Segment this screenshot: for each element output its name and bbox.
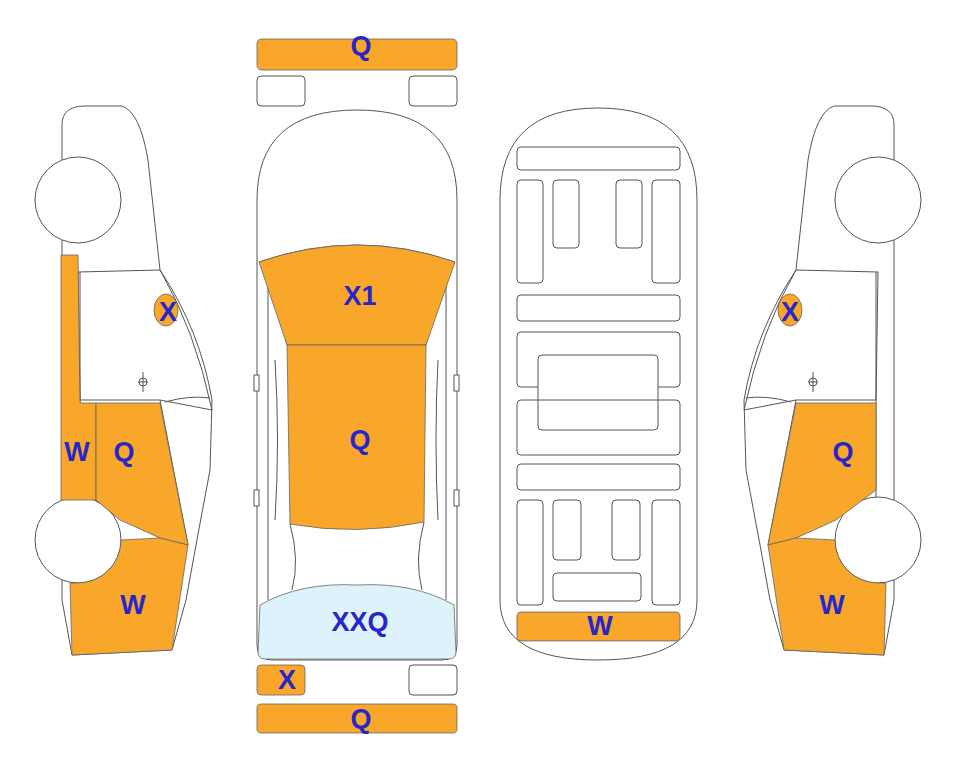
damage-code: XXQ: [331, 609, 388, 636]
damage-code: W: [819, 592, 844, 619]
damage-panel: Q: [285, 340, 430, 538]
panel-fill: [287, 345, 426, 530]
panel-fill: [768, 403, 876, 545]
damage-panel: X: [256, 664, 306, 696]
damage-code: X: [278, 667, 296, 694]
damage-panel: Q: [256, 703, 458, 734]
panel-fill: [778, 294, 802, 326]
damage-code: Q: [350, 706, 371, 733]
panel-fill: [517, 612, 680, 641]
damage-code: Q: [832, 439, 853, 466]
damage-code: Q: [350, 33, 371, 60]
panel-fill: [61, 255, 96, 500]
damage-code: Q: [349, 427, 370, 454]
damage-panel: W: [65, 532, 193, 660]
damage-panel: W: [58, 250, 98, 505]
damage-code: W: [64, 439, 89, 466]
panel-shape: [58, 250, 98, 505]
panel-fill: [70, 538, 188, 655]
top-view: [254, 76, 459, 695]
damage-code: X: [781, 299, 799, 326]
damage-panel: W: [516, 611, 682, 642]
damage-code: W: [587, 613, 612, 640]
panel-shape: [94, 400, 194, 550]
side-view: [35, 106, 212, 655]
damage-panel: X: [774, 292, 804, 328]
damage-panel: XXQ: [256, 578, 458, 661]
damage-panel: Q: [94, 400, 194, 550]
damage-code: Q: [113, 439, 134, 466]
damage-panel: W: [763, 532, 891, 660]
damage-code: W: [120, 592, 145, 619]
damage-panel: Q: [766, 400, 878, 550]
damage-panel: Q: [256, 37, 458, 71]
panel-fill: [154, 294, 178, 326]
damage-panel: X: [152, 292, 182, 328]
damage-panel: X1: [255, 228, 457, 348]
panel-fill: [257, 665, 305, 695]
panel-fill: [258, 585, 456, 659]
panel-fill: [768, 538, 886, 655]
panel-shape: [766, 400, 878, 550]
panel-fill: [259, 245, 455, 345]
panel-fill: [96, 403, 188, 545]
damage-code: X1: [343, 283, 376, 310]
underside-view: [500, 108, 697, 660]
damage-code: X: [159, 299, 177, 326]
panel-fill: [257, 704, 457, 733]
